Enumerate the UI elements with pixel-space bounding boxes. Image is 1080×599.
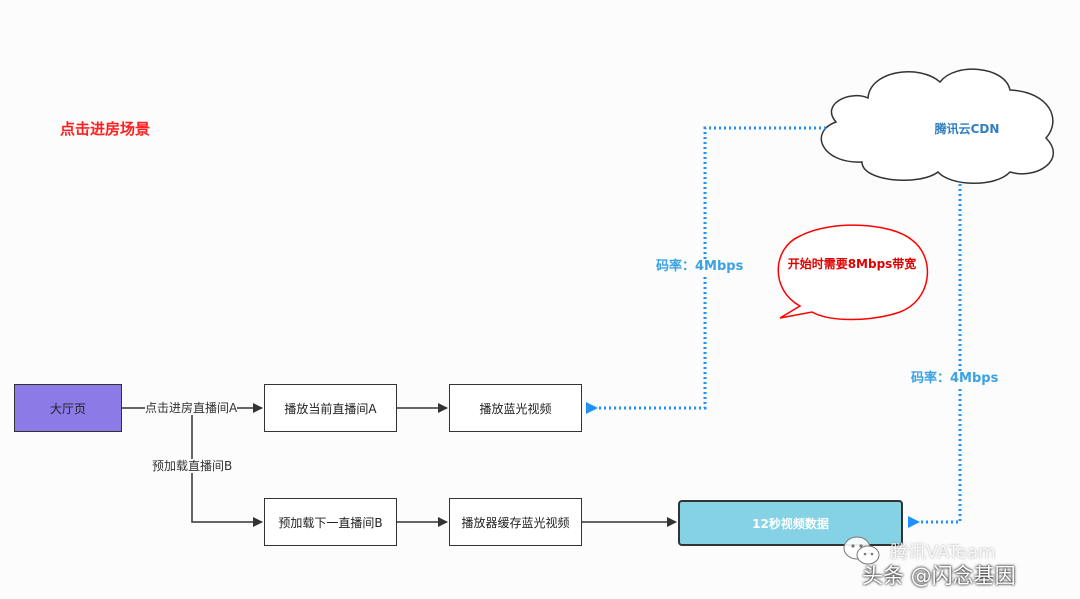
watermark-team-text: 腾讯VATeam bbox=[890, 542, 996, 563]
lobby-page-node: 大厅页 bbox=[14, 384, 122, 432]
preload-edge-label: 预加载直播间B bbox=[152, 459, 233, 473]
bandwidth-callout-text: 开始时需要8Mbps带宽 bbox=[787, 257, 917, 271]
enter-room-edge-label: 点击进房直播间A bbox=[145, 401, 238, 415]
watermark-source-text: 头条 @闪念基因 bbox=[862, 564, 1016, 588]
wechat-icon bbox=[843, 536, 880, 565]
callout-bubble-shape bbox=[777, 224, 929, 321]
cache-bluray-node: 播放器缓存蓝光视频 bbox=[449, 498, 582, 546]
watermark: 腾讯VATeam 头条 @闪念基因 bbox=[842, 528, 1070, 592]
edge-lobby-to-preload bbox=[191, 408, 263, 527]
bitrate-label-left: 码率：4Mbps bbox=[656, 259, 744, 275]
cdn-label: 腾讯云CDN bbox=[934, 122, 1000, 136]
cdn-cloud-shape bbox=[820, 68, 1054, 184]
preload-next-room-node: 预加载下一直播间B bbox=[264, 498, 397, 546]
play-current-room-node: 播放当前直播间A bbox=[264, 384, 397, 432]
video-data-12s-node: 12秒视频数据 bbox=[678, 500, 903, 546]
play-bluray-node: 播放蓝光视频 bbox=[449, 384, 582, 432]
bitrate-label-right: 码率：4Mbps bbox=[911, 371, 999, 387]
cdn-to-data-dotted-path bbox=[908, 184, 962, 528]
scene-title: 点击进房场景 bbox=[60, 120, 151, 138]
